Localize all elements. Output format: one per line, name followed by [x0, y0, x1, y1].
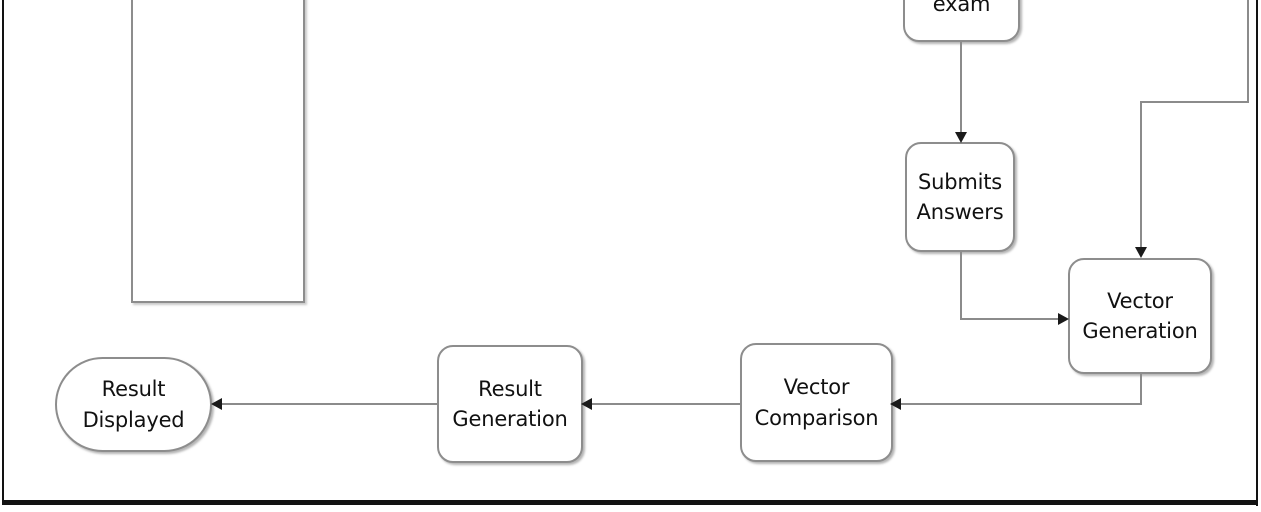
node-vector-generation[interactable]: Vector Generation	[1068, 258, 1212, 374]
figure-border-right	[1256, 0, 1258, 506]
edge-submits-to-vectorgen-arrowhead	[1058, 313, 1069, 325]
node-submits-answers-label-line-1: Submits	[917, 169, 1003, 194]
edge-resultgen-to-displayed-hline	[222, 403, 437, 405]
edge-topright-feed-arrowhead	[1135, 247, 1147, 258]
edge-submits-to-vectorgen-vline	[960, 252, 962, 320]
node-result-generation-label-line-2: Generation	[452, 407, 568, 431]
edge-vectorgen-to-comparison-vline	[1140, 374, 1142, 405]
edge-comparison-to-resultgen-arrowhead	[581, 398, 592, 410]
edge-submits-to-vectorgen-hline	[960, 318, 1063, 320]
edge-topright-feed-vline-outer	[1247, 0, 1249, 103]
node-exam[interactable]: exam	[903, 0, 1020, 42]
edge-exam-to-submits-arrowhead	[955, 132, 967, 143]
node-vector-comparison[interactable]: Vector Comparison	[740, 343, 893, 462]
edge-topright-feed-vline-inner	[1140, 101, 1142, 253]
node-vector-generation-label-line-2: Generation	[1082, 319, 1198, 343]
node-result-displayed-label-line-2: Displayed	[82, 407, 185, 432]
edge-resultgen-to-displayed-arrowhead	[211, 398, 222, 410]
node-vector-generation-label-line-1: Vector	[1107, 288, 1173, 313]
node-result-generation[interactable]: Result Generation	[437, 345, 583, 463]
node-submits-answers[interactable]: Submits Answers	[905, 142, 1015, 252]
node-exam-label-line-1: exam	[932, 0, 991, 16]
edge-topright-feed-hline	[1140, 101, 1249, 103]
figure-border-left	[2, 0, 4, 504]
container-rectangle	[131, 0, 305, 303]
node-result-generation-label-line-1: Result	[478, 376, 542, 401]
node-vector-comparison-label-line-1: Vector	[783, 375, 850, 400]
edge-comparison-to-resultgen-hline	[592, 403, 740, 405]
node-result-displayed-label-line-1: Result	[101, 377, 166, 402]
edge-exam-to-submits-line	[960, 42, 962, 138]
edge-vectorgen-to-comparison-arrowhead	[890, 398, 901, 410]
node-submits-answers-label-line-2: Answers	[916, 200, 1004, 224]
edge-vectorgen-to-comparison-hline	[900, 403, 1142, 405]
figure-border-bottom	[2, 500, 1258, 505]
node-vector-comparison-label-line-2: Comparison	[754, 405, 879, 430]
node-result-displayed[interactable]: Result Displayed	[55, 357, 212, 452]
